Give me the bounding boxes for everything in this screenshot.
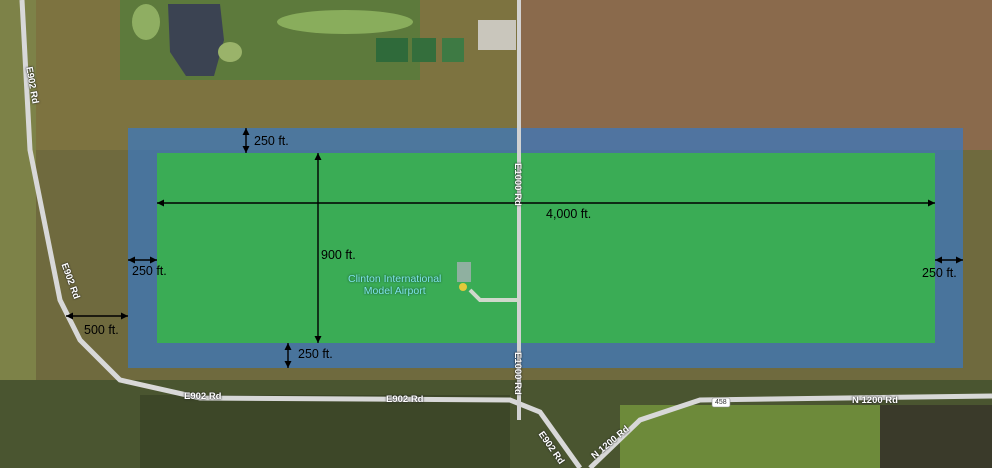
- pool-1: [376, 38, 408, 62]
- road-label-e902-south-b: E902 Rd: [386, 394, 424, 405]
- road-e902: [19, 0, 583, 468]
- poi-label[interactable]: Clinton International Model Airport: [348, 273, 441, 297]
- trees-south-east: [880, 405, 992, 468]
- poi-label-line2: Model Airport: [363, 285, 426, 298]
- green-1: [132, 4, 160, 40]
- dimension-arrowheads: [66, 128, 963, 368]
- flying-field: [157, 153, 935, 343]
- right-buffer-label: 250 ft.: [922, 266, 957, 280]
- airport-building: [457, 262, 471, 282]
- trees-south: [140, 395, 510, 468]
- pool-3: [442, 38, 464, 62]
- route-shield: [711, 397, 731, 408]
- field-length-label: 4,000 ft.: [546, 207, 592, 221]
- buildings: [478, 20, 516, 50]
- green-2: [218, 42, 242, 62]
- pond: [168, 4, 224, 76]
- field-width-label: 900 ft.: [321, 248, 356, 262]
- road-n1200: [588, 393, 992, 468]
- road-setback-label: 500 ft.: [84, 323, 119, 337]
- field-south-east: [620, 405, 880, 468]
- airport-driveway: [468, 288, 519, 302]
- left-buffer-label: 250 ft.: [132, 264, 167, 278]
- pool-2: [412, 38, 436, 62]
- airport-marker-icon[interactable]: [459, 283, 467, 291]
- fairway: [277, 10, 413, 34]
- route-shield-number: 458: [715, 399, 727, 406]
- road-label-n1200-east: N 1200 Rd: [852, 395, 898, 406]
- field-brown-northeast: [520, 0, 992, 150]
- road-label-e1000-north: E1000 Rd: [512, 163, 523, 206]
- road-label-e902-south-a: E902 Rd: [184, 391, 222, 402]
- poi-label-line1: Clinton International: [348, 273, 442, 285]
- road-label-e1000-south: E1000 Rd: [512, 352, 523, 395]
- bottom-buffer-label: 250 ft.: [298, 347, 333, 361]
- top-buffer-label: 250 ft.: [254, 134, 289, 148]
